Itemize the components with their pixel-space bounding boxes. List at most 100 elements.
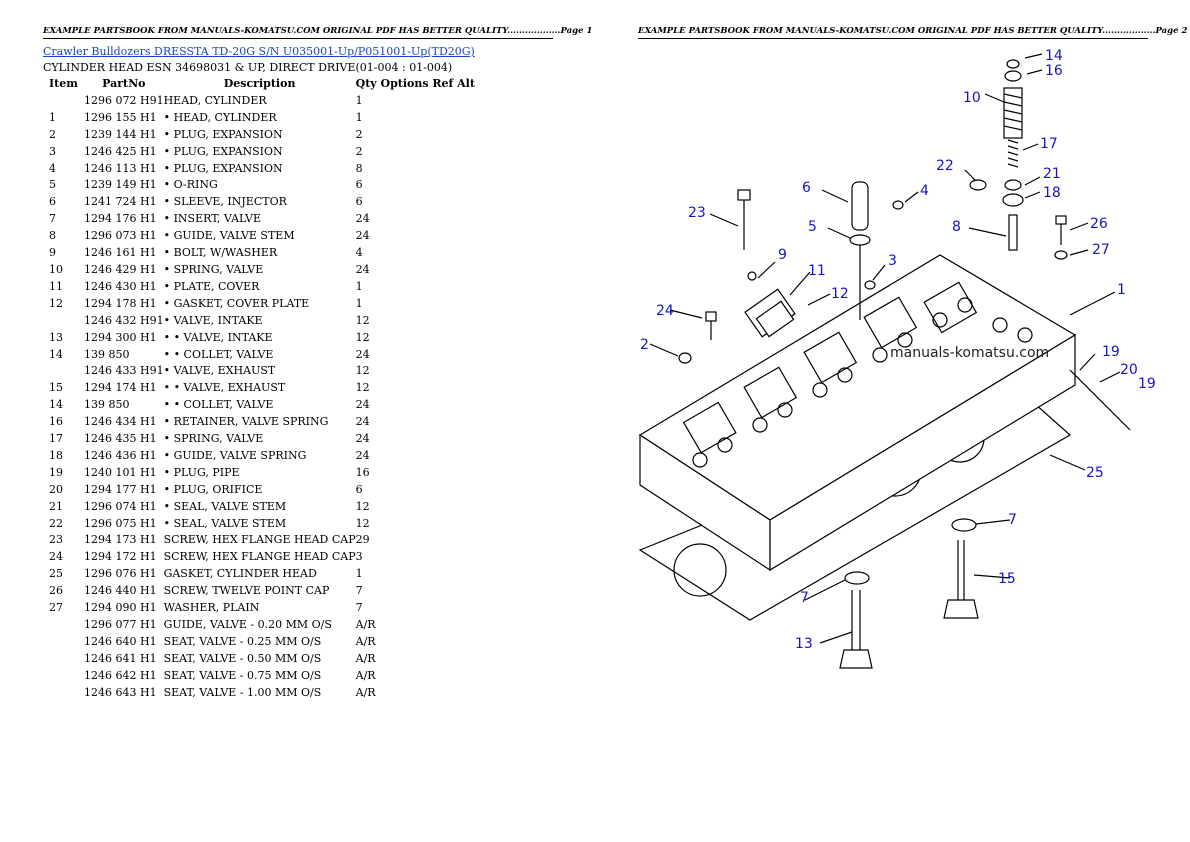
cell-partno: 1296 075 H1 <box>84 516 157 530</box>
cell-partno: 1246 432 H91 <box>84 313 164 327</box>
cell-item: 11 <box>49 279 63 293</box>
callout-11: 11 <box>808 263 826 279</box>
callout-numbers: 14 16 10 17 22 21 18 6 4 23 5 8 26 27 9 … <box>640 48 1156 652</box>
cell-partno: 1246 643 H1 <box>84 685 157 699</box>
cell-partno: 1246 435 H1 <box>84 432 157 446</box>
cell-description: • SPRING, VALVE <box>163 262 264 276</box>
cell-qty: 7 <box>355 584 363 598</box>
cell-partno: 1296 072 H91 <box>84 93 164 107</box>
cell-qty: 1 <box>355 93 363 107</box>
cell-qty: 24 <box>355 229 370 243</box>
cell-qty: 12 <box>355 330 370 344</box>
cell-partno: 1246 436 H1 <box>84 448 157 462</box>
cell-item: 17 <box>49 432 63 446</box>
cell-item: 9 <box>49 246 56 260</box>
cell-qty: A/R <box>355 668 376 682</box>
cell-item: 6 <box>49 195 56 209</box>
cell-description: • BOLT, W/WASHER <box>163 246 278 260</box>
cell-item <box>43 617 84 634</box>
cell-qty: A/R <box>355 651 376 665</box>
cell-partno: 1239 149 H1 <box>84 178 157 192</box>
cell-qty: 24 <box>355 432 370 446</box>
cell-description: SEAT, VALVE - 0.75 MM O/S <box>163 668 322 682</box>
cell-item: 8 <box>49 229 56 243</box>
cylinder-head-exploded-diagram: 14 16 10 17 22 21 18 6 4 23 5 8 26 27 9 … <box>638 48 1156 669</box>
cell-description: • PLUG, EXPANSION <box>163 161 283 175</box>
cell-item: 25 <box>49 567 63 581</box>
cell-qty: 12 <box>355 381 370 395</box>
cell-item <box>43 93 84 110</box>
cell-qty: 12 <box>355 516 370 530</box>
cell-qty: 1 <box>355 110 363 124</box>
cell-partno: 1246 113 H1 <box>84 161 157 175</box>
cell-item <box>43 651 84 668</box>
cell-description: • • VALVE, EXHAUST <box>163 381 286 395</box>
cell-item: 12 <box>49 296 63 310</box>
column-header-description: Description <box>223 77 296 90</box>
cylinder-head-block <box>638 254 1077 572</box>
cell-description: SEAT, VALVE - 0.25 MM O/S <box>163 634 322 648</box>
cell-item: 26 <box>49 584 63 598</box>
column-header-item: Item <box>49 77 78 90</box>
cell-partno: 1246 440 H1 <box>84 584 157 598</box>
page-header-left: EXAMPLE PARTSBOOK FROM MANUALS-KOMATSU.C… <box>43 26 592 39</box>
cell-description: • PLUG, EXPANSION <box>163 144 283 158</box>
callout-17: 17 <box>1040 136 1058 152</box>
section-subtitle: CYLINDER HEAD ESN 34698031 & UP, DIRECT … <box>43 61 453 74</box>
cell-partno: 1246 429 H1 <box>84 262 157 276</box>
cell-partno: 1239 144 H1 <box>84 127 157 141</box>
cell-qty: 2 <box>355 144 363 158</box>
cell-partno: 1294 300 H1 <box>84 330 157 344</box>
cell-description: WASHER, PLAIN <box>163 601 260 615</box>
cell-description: GASKET, CYLINDER HEAD <box>163 567 317 581</box>
cell-item: 7 <box>49 212 56 226</box>
cell-partno: 1294 090 H1 <box>84 601 157 615</box>
cell-item: 4 <box>49 161 56 175</box>
cell-qty: A/R <box>355 685 376 699</box>
cell-partno: 1294 178 H1 <box>84 296 157 310</box>
cell-item: 22 <box>49 516 63 530</box>
cell-qty: 12 <box>355 364 370 378</box>
callout-7a: 7 <box>1008 512 1017 528</box>
cell-description: • SLEEVE, INJECTOR <box>163 195 287 209</box>
cell-description: HEAD, CYLINDER <box>163 93 267 107</box>
callout-24: 24 <box>656 303 674 319</box>
cell-item: 21 <box>49 499 63 513</box>
cell-description: • INSERT, VALVE <box>163 212 262 226</box>
cell-item <box>43 313 84 330</box>
cell-description: • O-RING <box>163 178 218 192</box>
cell-qty: 1 <box>355 567 363 581</box>
callout-3: 3 <box>888 253 897 269</box>
cell-partno: 1246 434 H1 <box>84 415 157 429</box>
column-header-partno: PartNo <box>102 77 146 90</box>
model-title-link[interactable]: Crawler Bulldozers DRESSTA TD-20G S/N U0… <box>43 45 475 58</box>
cell-qty: 3 <box>355 550 363 564</box>
cell-item: 3 <box>49 144 56 158</box>
callout-19a: 19 <box>1102 344 1120 360</box>
cell-qty: 24 <box>355 415 370 429</box>
cell-item: 18 <box>49 448 63 462</box>
callout-20: 20 <box>1120 362 1138 378</box>
cell-partno: 1294 173 H1 <box>84 533 157 547</box>
cell-item: 15 <box>49 381 63 395</box>
cell-qty: A/R <box>355 634 376 648</box>
